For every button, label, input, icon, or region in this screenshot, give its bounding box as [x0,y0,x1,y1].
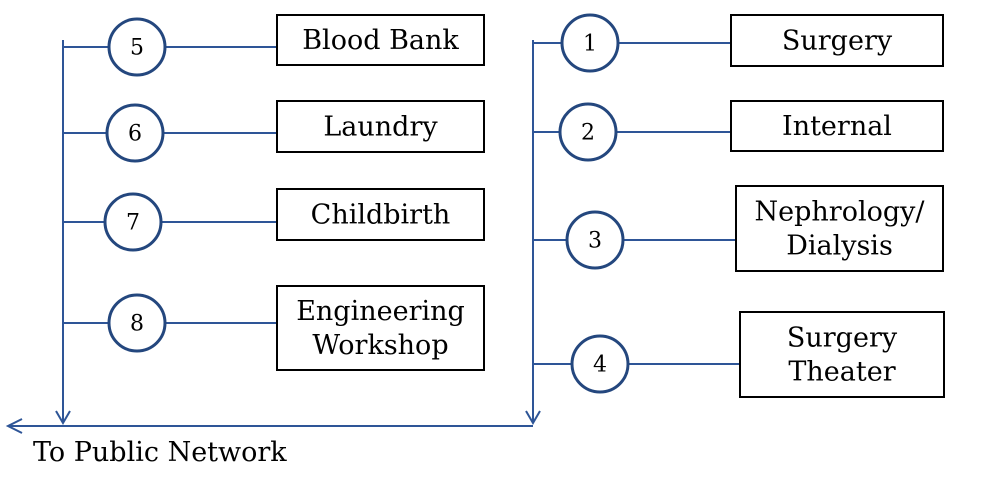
number-label: 4 [593,353,607,378]
department-label-line: Surgery [787,323,898,354]
number-label: 3 [588,229,602,254]
number-label: 1 [583,32,597,57]
number-circle [103,192,163,252]
department-box [276,100,485,153]
department-1: 1 Surgery [533,13,944,73]
number-circle [565,210,625,270]
number-label: 5 [130,36,144,61]
department-label-line: Internal [782,111,892,142]
department-label-line: Workshop [312,330,448,361]
department-box [739,311,945,398]
number-label: 8 [130,312,144,337]
department-6: 6 Laundry [63,100,485,163]
department-2: 2 Internal [533,100,944,162]
department-5: 5 Blood Bank [63,14,485,77]
number-circle [558,102,618,162]
department-label-line: Nephrology/ [755,197,926,228]
department-label-line: Engineering [296,296,465,327]
number-circle [570,334,630,394]
left-trunk-arrowhead [55,410,71,425]
department-3: 3 Nephrology/Dialysis [533,185,944,272]
department-box [730,14,944,67]
department-label-line: Dialysis [786,231,893,262]
department-label-line: Laundry [323,112,438,143]
public-network-caption: To Public Network [33,437,287,468]
number-label: 7 [126,211,140,236]
number-label: 6 [128,122,142,147]
department-box [735,185,944,272]
department-box [276,188,485,241]
department-7: 7 Childbirth [63,188,485,252]
department-label-line: Blood Bank [302,25,459,56]
number-circle [107,293,167,353]
department-label-line: Childbirth [311,200,451,231]
department-label-line: Surgery [782,26,893,57]
number-circle [560,13,620,73]
number-circle [107,17,167,77]
number-label: 2 [581,121,595,146]
public-network-arrowhead [5,418,23,434]
department-box [276,14,485,66]
department-label-line: Theater [788,357,895,388]
right-trunk-arrowhead [525,410,541,425]
department-box [730,100,944,152]
department-box [276,285,485,371]
number-circle [105,103,165,163]
